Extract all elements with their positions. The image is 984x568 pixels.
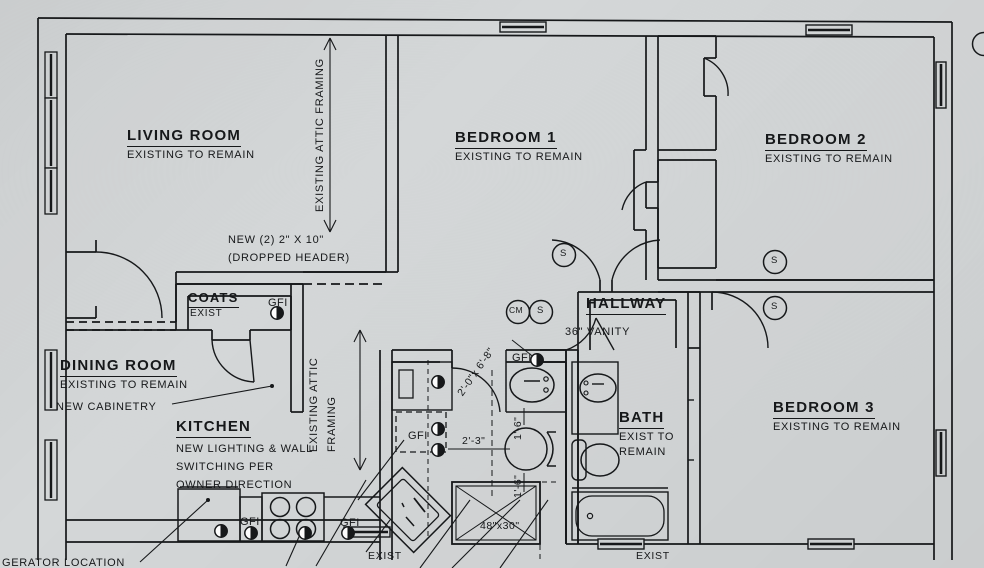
room-label-bedroom-1: BEDROOM 1 [455,129,557,149]
outlet-kitchen-low [431,443,445,457]
note-dropped-header-line-1: NEW (2) 2" X 10" [228,234,325,246]
label-gfi-coats: GFI [268,297,288,309]
corner-sink [364,466,452,554]
window-bedroom3-east [934,428,948,478]
label-gfi-halfbath: GFI [512,352,532,364]
room-label-kitchen: KITCHEN [176,418,252,438]
room-label-hallway: HALLWAY [586,295,667,315]
window-bedroom1 [498,20,548,34]
room-label-bedroom-3: BEDROOM 3 [773,399,875,419]
outlet-gfi-halfbath [530,353,544,367]
note-kitchen-line-1: NEW LIGHTING & WALL [176,443,313,455]
room-sub-dining-room: EXISTING TO REMAIN [60,379,188,391]
note-attic-framing-kitchen-line-1: EXISTING ATTIC [308,357,320,452]
label-gfi-counter-mid: GFI [340,517,360,529]
room-label-living-room: LIVING ROOM [127,127,242,147]
room-sub-bath-l2: REMAIN [619,446,666,458]
note-kitchen-line-3: OWNER DIRECTION [176,479,293,491]
label-switch-bedroom-1: S [560,248,567,259]
outlet-gfi-range [298,526,312,540]
room-label-bath: BATH [619,409,665,429]
room-sub-living-room: EXISTING TO REMAIN [127,149,255,161]
label-switch-hallway: S [537,305,544,316]
note-attic-framing-kitchen-line-2: FRAMING [326,396,338,452]
room-label-dining-room: DINING ROOM [60,357,177,377]
label-gfi-kitchen-partial: GFI [408,430,428,442]
label-switch-bedroom-3: S [771,301,778,312]
outlet-kitchen-mid [431,422,445,436]
room-label-coats: COATS [188,290,239,308]
label-gfi-counter-left: GFI [240,516,260,528]
room-sub-bath-l1: EXIST TO [619,431,675,443]
dimension-wc-clearance-bottom: 1'-6" [512,474,524,498]
outlet-kitchen-upper [431,375,445,389]
room-sub-bedroom-3: EXISTING TO REMAIN [773,421,901,433]
window-bath-south [596,537,646,551]
note-vanity: 36" VANITY [565,326,631,338]
note-dropped-header-line-2: (DROPPED HEADER) [228,252,350,264]
outlet-gfi-counter-mid [244,526,258,540]
room-sub-bedroom-1: EXISTING TO REMAIN [455,151,583,163]
note-new-cabinetry: NEW CABINETRY [56,401,157,413]
window-living-room-west [44,51,58,215]
note-kitchen-line-2: SWITCHING PER [176,461,274,473]
tag-exist-window-bath: EXIST [636,550,670,562]
note-refrigerator-location: GERATOR LOCATION [2,557,126,568]
window-bedroom3-south [806,537,856,551]
note-attic-framing-living: EXISTING ATTIC FRAMING [314,58,326,212]
window-bedroom2-east [934,60,948,110]
room-sub-coats: EXIST [190,308,223,319]
dimension-counter-clearance: 2'-3" [462,435,486,447]
tag-exist-window-kitchen: EXIST [368,550,402,562]
room-sub-bedroom-2: EXISTING TO REMAIN [765,153,893,165]
outlet-gfi-counter-left [214,524,228,538]
room-label-bedroom-2: BEDROOM 2 [765,131,867,151]
window-dining-room-west [44,349,58,501]
label-switch-bedroom-2: S [771,255,778,266]
dimension-shower: 48"x30" [480,520,520,532]
dimension-wc-clearance-top: 1'-6" [512,416,524,440]
window-bedroom2 [804,23,854,37]
label-co-detector: CM [509,305,523,315]
